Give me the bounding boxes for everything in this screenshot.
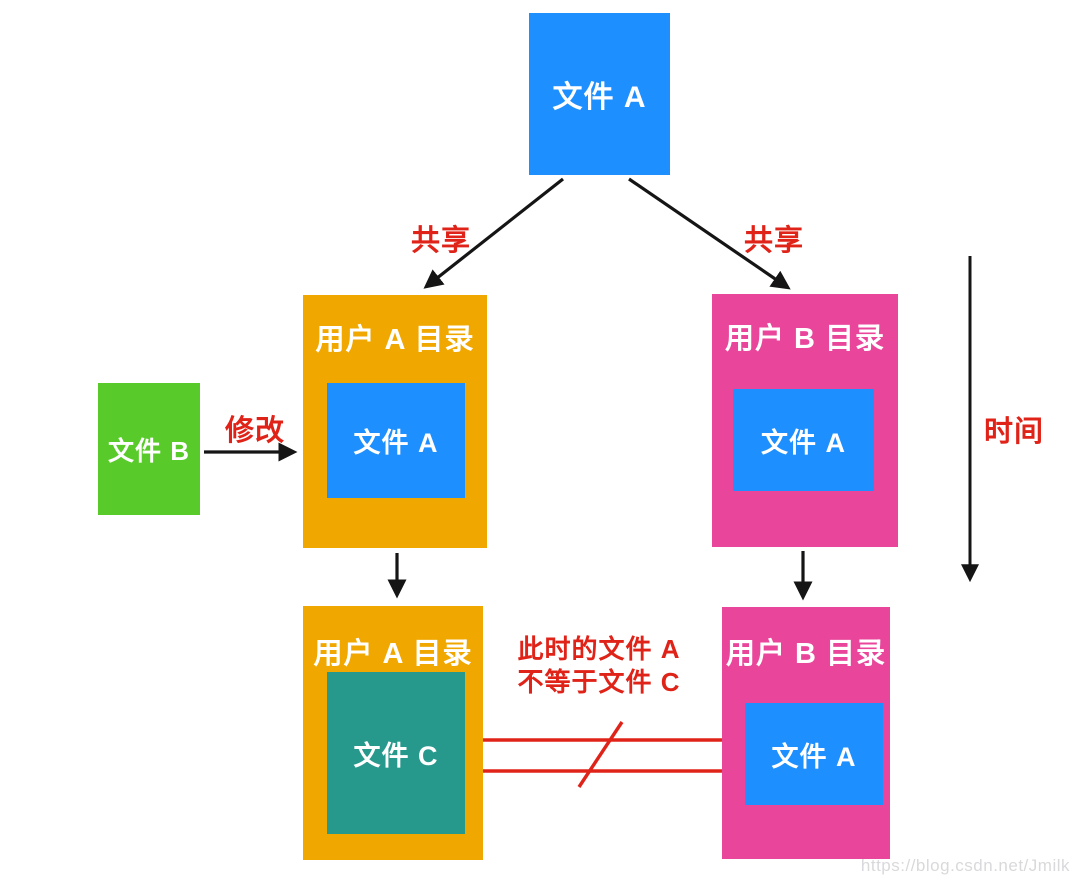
node-file-a-top: 文件 A [529, 13, 670, 175]
not-equal-note-line2: 不等于文件 C [517, 667, 681, 697]
node-user-b-dir-bottom: 用户 B 目录 文件 A [722, 607, 890, 859]
node-user-a-dir-top: 用户 A 目录 文件 A [303, 295, 487, 548]
time-label: 时间 [983, 416, 1044, 448]
node-file-a-in-user-a: 文件 A [327, 383, 465, 498]
share-right-label: 共享 [743, 225, 804, 257]
not-equal-slash [577, 721, 624, 788]
modify-label: 修改 [224, 415, 285, 447]
node-file-c-in-user-a: 文件 C [327, 672, 465, 834]
node-file-a-in-user-b-bottom: 文件 A [745, 703, 883, 805]
node-file-a-in-user-b: 文件 A [733, 389, 874, 491]
node-file-a-top-label: 文件 A [552, 81, 647, 114]
share-left-label: 共享 [410, 225, 471, 257]
node-user-a-dir-bottom: 用户 A 目录 文件 C [303, 606, 483, 860]
not-equal-note-line1: 此时的文件 A [517, 634, 681, 664]
not-equal-note: 此时的文件 A 不等于文件 C [489, 633, 709, 699]
watermark-url: https://blog.csdn.net/Jmilk [860, 856, 1070, 875]
node-user-b-dir-top: 用户 B 目录 文件 A [712, 294, 898, 547]
node-file-b: 文件 B [98, 383, 200, 515]
node-user-b-dir-bottom-title: 用户 B 目录 [725, 638, 887, 670]
node-user-a-dir-top-title: 用户 A 目录 [315, 324, 475, 356]
node-user-b-dir-top-title: 用户 B 目录 [724, 323, 886, 355]
node-file-b-label: 文件 B [107, 435, 190, 466]
node-user-a-dir-bottom-title: 用户 A 目录 [313, 638, 473, 670]
